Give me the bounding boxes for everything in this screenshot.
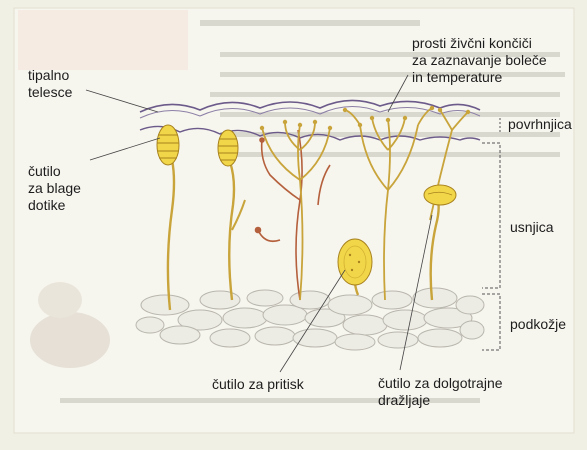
label-cutilo-za-pritisk: čutilo za pritisk	[212, 376, 305, 392]
label-tipalno-telesce: tipalno telesce	[28, 67, 73, 100]
label-podkozje: podkožje	[510, 316, 566, 332]
faded-corner-patch	[18, 10, 188, 70]
label-usnjica: usnjica	[510, 219, 554, 235]
label-povrhnjica: povrhnjica	[508, 116, 572, 132]
